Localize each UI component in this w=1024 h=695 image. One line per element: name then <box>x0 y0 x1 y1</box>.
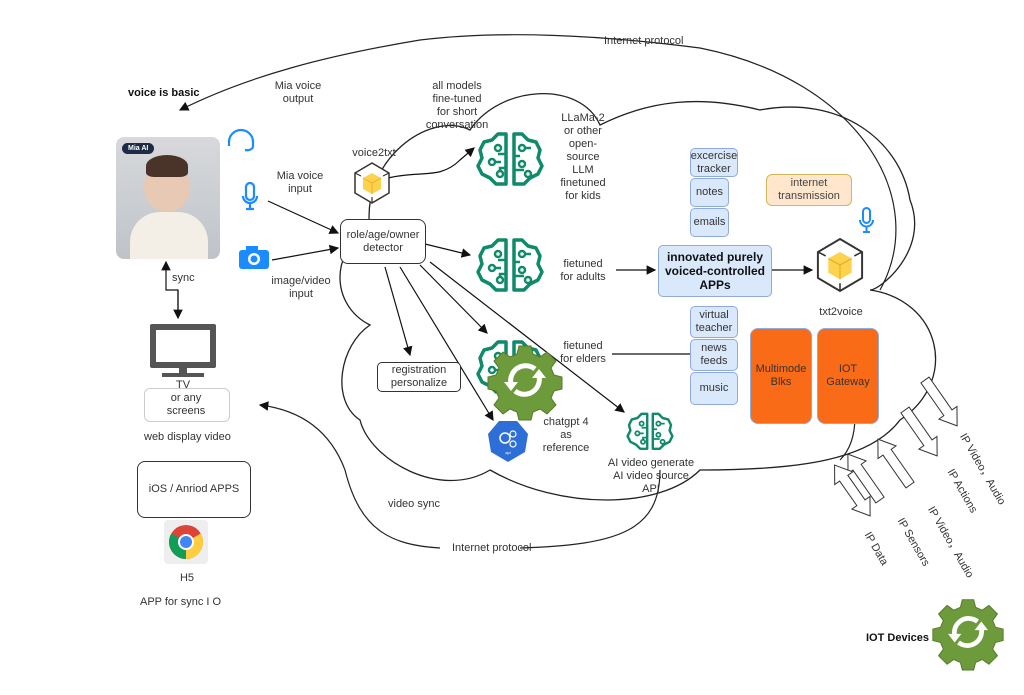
internet-protocol-bottom-curve <box>260 405 661 549</box>
llm-kids-brain-icon <box>476 132 544 186</box>
mia-voice-input-label: Mia voice input <box>276 170 324 195</box>
ios-android-apps-box[interactable]: iOS / Anriod APPS <box>137 461 251 518</box>
txt2voice-label: txt2voice <box>819 306 863 318</box>
any-screens-label: or any screens <box>166 392 206 417</box>
camera-icon <box>239 246 269 269</box>
sync-gear-icon <box>488 346 562 420</box>
internet-transmission-box[interactable]: internet transmission <box>766 174 852 206</box>
microphone-icon-right <box>859 207 874 233</box>
llm-adults-brain-icon <box>476 238 544 292</box>
voice-is-basic-note: voice is basic <box>128 87 200 99</box>
mia-ai-badge: Mia AI <box>122 143 155 154</box>
llm-elders-label: fietuned for elders <box>560 340 606 365</box>
mia-ai-avatar-photo: Mia AI <box>116 137 220 259</box>
all-models-label: all models fine-tuned for short conversa… <box>425 80 489 131</box>
txt2voice-cube-icon <box>816 238 864 292</box>
ai-video-api-label: AI video generate AI video source API <box>607 457 695 495</box>
registration-personalize-box[interactable]: registration personalize <box>377 362 461 392</box>
iot-gateway-box[interactable]: IOT Gateway <box>817 328 879 424</box>
role-age-owner-detector-box[interactable]: role/age/owner detector <box>340 219 426 264</box>
app-sync-io-label: APP for sync I O <box>140 596 222 608</box>
app-notes[interactable]: notes <box>690 178 729 207</box>
tv-icon <box>150 324 216 377</box>
svg-text:api: api <box>505 450 510 455</box>
h5-label: H5 <box>179 572 195 584</box>
internet-protocol-top-label: Internet protocol <box>604 35 684 47</box>
tv-label: TV <box>175 379 191 391</box>
voice-controlled-apps-box[interactable]: innovated purely voiced-controlled APPs <box>658 245 772 297</box>
image-video-input-label: image/video input <box>271 275 331 300</box>
io-arrow-data <box>834 464 871 517</box>
app-music[interactable]: music <box>690 372 738 405</box>
headset-icon <box>227 128 255 152</box>
voice2txt-label: voice2txt <box>352 147 396 159</box>
internet-protocol-top-curve <box>178 34 897 291</box>
phone-screen-outline <box>144 388 230 422</box>
microphone-icon <box>241 181 259 211</box>
chatgpt-reference-label: chatgpt 4 as reference <box>542 416 590 454</box>
video-sync-label: video sync <box>388 498 440 510</box>
llm-kids-label: LLaMa-2 or other open- source LLM finetu… <box>560 112 606 202</box>
jacket-shape <box>130 212 208 259</box>
cloud-outline <box>339 93 936 501</box>
app-emails[interactable]: emails <box>690 208 729 237</box>
iot-devices-gear-icon <box>933 600 1003 670</box>
app-exercise-tracker[interactable]: excercise tracker <box>690 148 738 177</box>
app-news-feeds[interactable]: news feeds <box>690 339 738 371</box>
io-arrow-video-audio-out <box>915 373 967 433</box>
multimode-blocks-box[interactable]: Multimode Blks <box>750 328 812 424</box>
chrome-icon <box>164 520 208 564</box>
voice2txt-cube-icon <box>354 162 390 204</box>
internet-protocol-bottom-label: Internet protocol <box>452 542 532 554</box>
iot-devices-label: IOT Devices <box>866 632 929 644</box>
api-icon: api <box>488 421 528 462</box>
sync-label: sync <box>172 272 195 284</box>
ai-video-brain-icon <box>626 412 674 451</box>
llm-adults-label: fietuned for adults <box>560 258 606 283</box>
io-arrow-actions <box>895 403 947 463</box>
mia-voice-output-label: Mia voice output <box>274 80 322 105</box>
web-display-video-label: web display video <box>144 431 231 443</box>
app-virtual-teacher[interactable]: virtual teacher <box>690 306 738 338</box>
hair-shape <box>146 155 188 177</box>
